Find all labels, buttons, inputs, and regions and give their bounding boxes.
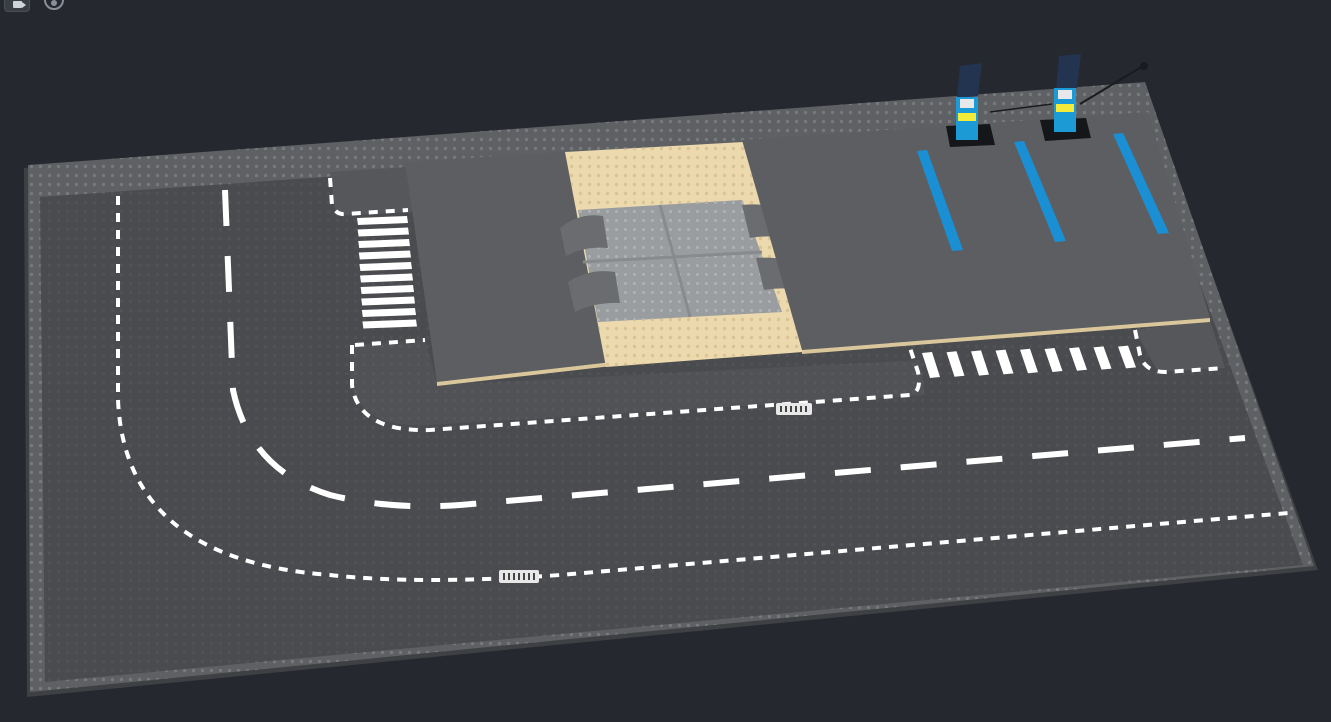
- camera-icon[interactable]: [4, 0, 30, 12]
- drain-slot: [503, 573, 505, 580]
- fuel-hose: [1079, 65, 1144, 105]
- zebra-stripe: [1069, 347, 1087, 371]
- center-line: [222, 189, 1246, 510]
- drain-slot: [805, 406, 807, 412]
- reset-view-icon[interactable]: [44, 0, 64, 10]
- reset-glyph: [51, 0, 57, 6]
- zebra-stripe: [946, 351, 965, 377]
- inner-curb-line: [350, 345, 921, 433]
- fuel-pump-1[interactable]: [946, 63, 995, 147]
- camera-glyph: [13, 1, 26, 8]
- sidewalk-corner-top: [330, 167, 412, 216]
- ramp-left-bottom: [568, 271, 620, 312]
- road-markings: [116, 177, 1301, 582]
- drain-slot: [533, 573, 535, 580]
- zebra-stripe: [1044, 348, 1063, 372]
- zebra-stripe: [358, 250, 411, 260]
- zebra-stripe: [995, 349, 1014, 375]
- parking-lot[interactable]: [742, 112, 1210, 354]
- left-stop-line: [354, 338, 426, 347]
- drain-slot: [518, 573, 520, 580]
- zebra-stripe: [359, 262, 412, 271]
- storm-drain-1[interactable]: [776, 403, 812, 415]
- level-crossing[interactable]: [560, 142, 810, 367]
- zebra-stripe: [1020, 348, 1038, 374]
- drain-slot: [785, 406, 787, 412]
- drain-slot: [508, 573, 510, 580]
- outer-edge-line: [116, 196, 1301, 582]
- zebra-stripe: [361, 308, 416, 317]
- drain-slot: [800, 406, 802, 412]
- zebra-stripe: [971, 350, 989, 376]
- zebra-stripe: [360, 273, 413, 283]
- drain-slot: [780, 406, 782, 412]
- viewport-toolbar: [0, 0, 120, 16]
- zebra-stripe: [357, 216, 408, 225]
- raised-plate-left[interactable]: [405, 152, 612, 386]
- zebra-stripe: [362, 319, 417, 329]
- zebra-crossing-right: [922, 345, 1136, 378]
- ramp-left-top: [560, 215, 608, 256]
- parking-edge: [802, 318, 1210, 354]
- sidewalk-right: [1135, 320, 1225, 372]
- parking-line-1: [917, 150, 963, 251]
- sidewalk-inner-curve: [350, 340, 925, 426]
- drain-slot: [513, 573, 515, 580]
- crossing-studs: [578, 200, 782, 322]
- zebra-stripe: [922, 352, 940, 378]
- top-curb-line: [328, 177, 409, 217]
- drain-slot: [795, 406, 797, 412]
- drain-slot: [523, 573, 525, 580]
- zebra-crossing-left: [357, 216, 417, 329]
- zebra-stripe: [1093, 346, 1112, 370]
- parking-line-2: [1014, 141, 1066, 242]
- parking-plate: [742, 112, 1210, 350]
- zebra-stripe: [360, 285, 414, 294]
- right-curb-line: [1133, 329, 1226, 375]
- storm-drain-2[interactable]: [499, 570, 539, 583]
- zebra-stripe: [361, 296, 415, 306]
- drain-slot: [790, 406, 792, 412]
- zebra-stripe: [1118, 345, 1136, 369]
- fuel-nozzle: [1140, 62, 1148, 70]
- parking-line-3: [1113, 133, 1169, 234]
- drain-slot: [528, 573, 530, 580]
- fuel-pump-2[interactable]: [989, 54, 1148, 141]
- zebra-stripe: [358, 239, 410, 248]
- zebra-stripe: [357, 227, 409, 237]
